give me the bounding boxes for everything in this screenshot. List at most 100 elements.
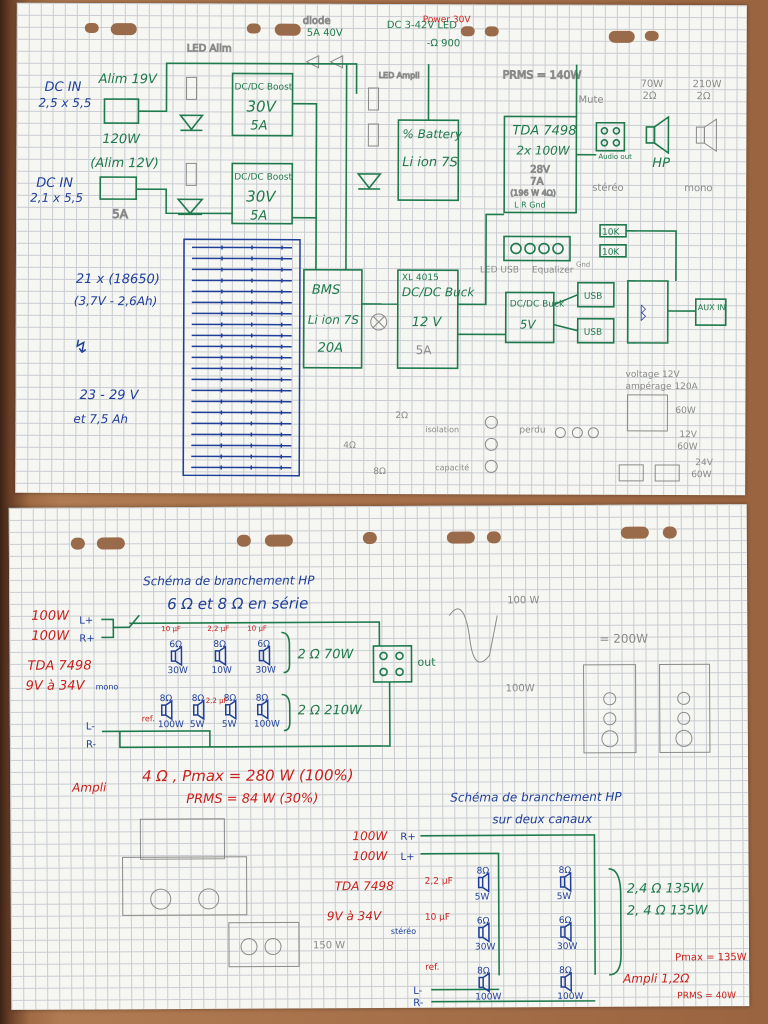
speaker-watt: 30W [475, 942, 496, 952]
group-2-label: 2 Ω 210W [298, 703, 363, 718]
speaker-watt: 10W [212, 666, 233, 676]
bms-current: 20A [318, 341, 343, 356]
ampli2-label: Ampli 1,2Ω [622, 971, 690, 985]
switch-icon [370, 313, 388, 331]
aux-in-label: AUX IN [698, 303, 726, 312]
speaker-icon [214, 645, 227, 667]
tda2-voltage: 9V à 34V [327, 909, 382, 923]
usb-2-label: USB [584, 328, 603, 338]
cap-4: 2,2 µF [206, 697, 228, 705]
speaker-watt: 5W [557, 892, 572, 902]
ampli-label: Ampli [71, 780, 107, 794]
resistor-1 [186, 76, 198, 100]
usb-1-label: USB [584, 292, 603, 302]
speaker-ohm: 8Ω [160, 694, 173, 704]
ampli-spec: 4 Ω , Pmax = 280 W (100%) [142, 766, 354, 785]
mono-label: mono [684, 183, 712, 194]
tda7498-voltage: 28V [530, 165, 550, 176]
speaker-ohm: 6Ω [559, 916, 572, 926]
sketch-power-2: 100W [506, 683, 535, 694]
l-minus-label: L- [86, 721, 95, 732]
speaker-ohm: 8Ω [256, 694, 269, 704]
speaker-icon [256, 699, 269, 720]
v24-label: 24V [695, 458, 713, 468]
battery-title: % Battery [402, 127, 463, 141]
perdu-label: perdu [519, 425, 545, 435]
input-r-power: 100W [31, 629, 70, 644]
r-minus-label: R- [86, 739, 97, 750]
input-l-label: L+ [79, 615, 93, 626]
tda-label: TDA 7498 [27, 659, 91, 674]
buck-2-title: DC/DC Buck [510, 299, 565, 309]
speaker-watt: 100W [254, 720, 280, 730]
tda2-label: TDA 7498 [335, 879, 395, 893]
boost-1-voltage: 30V [246, 98, 277, 116]
speaker-ohm: 6Ω [257, 640, 270, 650]
buck-2-voltage: 5V [520, 317, 537, 331]
speaker-watt: 30W [256, 666, 277, 676]
tda7498-note: (196 W 4Ω) [510, 188, 556, 197]
input-l-power: 100W [31, 609, 70, 624]
result-1: 2,4 Ω 135W [627, 881, 705, 896]
tda7498-pins: L R Gnd [514, 200, 545, 209]
speaker-watt: 5W [190, 720, 205, 730]
w60-label: 60W [675, 406, 695, 416]
alim-12v-current: 5A [112, 207, 129, 221]
dc-in-2-size: 2,1 x 5,5 [30, 191, 83, 205]
cells-spec: (3,7V - 2,6Ah) [74, 294, 158, 308]
voltage-note: voltage 12V [626, 370, 681, 380]
mute-label: Mute [579, 95, 604, 106]
equalizer-box [503, 235, 571, 262]
resistor-4 [367, 123, 379, 147]
input2-r-label: R+ [400, 832, 415, 843]
boost-2-current: 5A [250, 209, 267, 224]
speaker-ohm: 8Ω [559, 866, 572, 876]
alim-12v-label: (Alim 12V) [90, 156, 159, 171]
buck-1-voltage: 12 V [412, 315, 443, 330]
cap-6: 10 µF [425, 913, 450, 923]
alim-19v-box [103, 98, 140, 124]
bms-box [302, 268, 363, 369]
speaker-watt: 5W [475, 892, 490, 902]
out-socket [372, 645, 413, 683]
prms-label: PRMS = 140W [503, 68, 582, 81]
hp-label: HP [652, 156, 670, 171]
prms2-label: PRMS = 40W [677, 991, 736, 1001]
cap-2: 2,2 µF [207, 625, 229, 633]
buck-1-title: DC/DC Buck [402, 285, 476, 299]
speaker-watt: 100W [475, 992, 501, 1002]
sketch-power-3: 150 W [313, 940, 345, 951]
ampere-note: ampérage 120A [626, 381, 699, 392]
tda7498-box [503, 115, 578, 214]
led-ampli-label: LED Ampli [379, 71, 420, 80]
speaker-cabinet-sketch-2 [659, 663, 711, 754]
gnd-label: Gnd [576, 261, 590, 269]
ref2-label: ref. [425, 963, 439, 973]
input2-l-power: 100W [352, 849, 388, 863]
resistor-10k-1-label: 10K [602, 228, 620, 238]
capacite-label: capacité [435, 462, 469, 472]
speaker-watt: 30W [168, 666, 189, 676]
ground-symbol-icon: ↯ [74, 337, 89, 358]
cap-3: 10 µF [247, 625, 267, 633]
equalizer-label: Equalizer [532, 266, 574, 276]
result-2: 2, 4 Ω 135W [627, 903, 709, 918]
buck-1-ref: XL 4015 [402, 273, 439, 283]
w70-label: 70W [641, 79, 664, 90]
mono-label: mono [96, 682, 119, 691]
prms-spec: PRMS = 84 W (30%) [186, 791, 318, 807]
out-label: out [417, 656, 436, 669]
dc-in-1-size: 2,5 x 5,5 [38, 96, 91, 110]
ohm4-label: 4Ω [343, 441, 356, 451]
buck-1-current: 5A [416, 343, 433, 357]
speaker: 8Ω 100W [254, 694, 280, 730]
pmax-label: Pmax = 135W [675, 952, 747, 963]
input-r-label: R+ [79, 633, 94, 644]
speaker-ohm: 6Ω [477, 916, 490, 926]
